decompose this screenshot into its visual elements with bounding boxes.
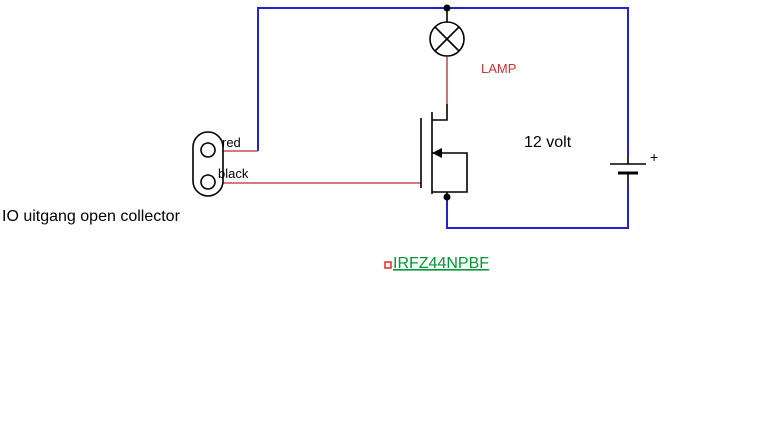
red-pin-label: red — [222, 135, 241, 150]
lamp-cross-2 — [434, 26, 460, 52]
connector-symbol[interactable] — [192, 131, 224, 197]
mosfet-part-label[interactable]: IRFZ44NPBF — [393, 255, 489, 272]
lamp-label: LAMP — [481, 61, 516, 76]
mosfet-body-loop — [432, 152, 468, 193]
black-pin-label: black — [218, 166, 249, 181]
mosfet-symbol[interactable] — [420, 104, 468, 201]
mosfet-drain-lead — [432, 104, 448, 121]
connector-pin-black[interactable] — [200, 174, 216, 190]
battery-plus-label: + — [650, 149, 658, 165]
selection-handle[interactable] — [384, 261, 392, 269]
connector-caption: IO uitgang open collector — [2, 208, 181, 225]
signal-wires — [215, 57, 448, 184]
supply-wire — [257, 7, 629, 229]
junction-dot-source — [443, 193, 451, 201]
lamp-symbol[interactable] — [429, 4, 465, 57]
battery-symbol[interactable] — [610, 157, 646, 186]
battery-voltage-label: 12 volt — [524, 134, 572, 151]
mosfet-arrow-icon — [432, 148, 442, 158]
connector-pin-red[interactable] — [200, 142, 216, 158]
lamp-bulb-icon[interactable] — [429, 21, 465, 57]
